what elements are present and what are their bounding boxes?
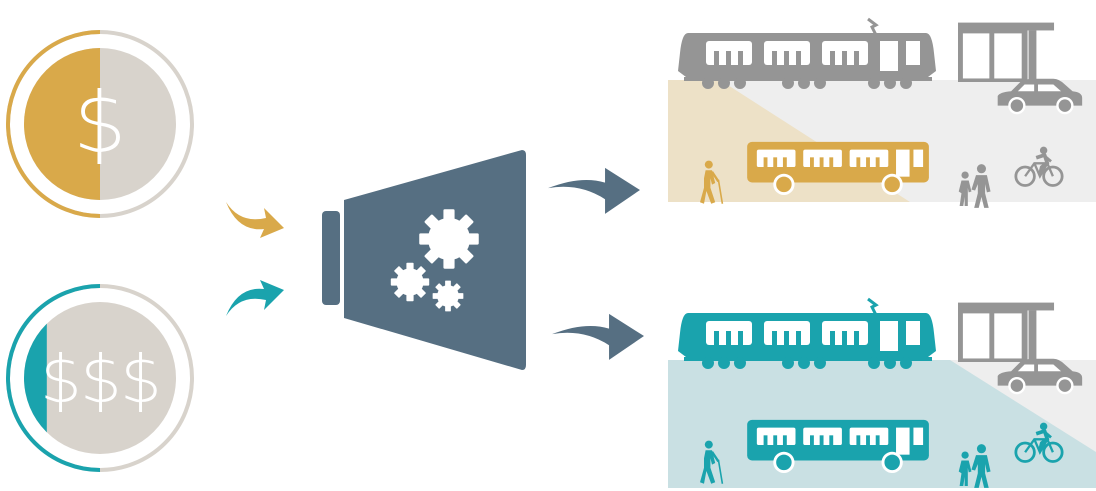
building-icon xyxy=(958,303,1054,362)
scene-low-funding xyxy=(668,17,1096,208)
streetcar-icon xyxy=(678,17,938,91)
arrow-out-top-icon xyxy=(548,167,640,214)
streetcar-icon xyxy=(678,297,938,371)
funnel xyxy=(322,150,526,370)
arrow-out-bottom-icon xyxy=(552,313,644,360)
arrow-in-gold-icon xyxy=(226,202,284,238)
arrow-in-teal-icon xyxy=(226,280,284,316)
building-icon xyxy=(958,23,1054,82)
funnel-handle xyxy=(322,211,340,305)
scene-high-funding xyxy=(668,297,1096,488)
coin-symbol: $$$ xyxy=(40,341,160,418)
coin-face xyxy=(24,302,176,454)
coin-accent-arc xyxy=(6,284,101,472)
coin-triple-dollar: $$$ xyxy=(6,284,194,472)
coin-single-dollar: $ xyxy=(6,30,194,218)
coin-accent-arc xyxy=(6,30,101,218)
coin-symbol: $ xyxy=(73,74,126,172)
